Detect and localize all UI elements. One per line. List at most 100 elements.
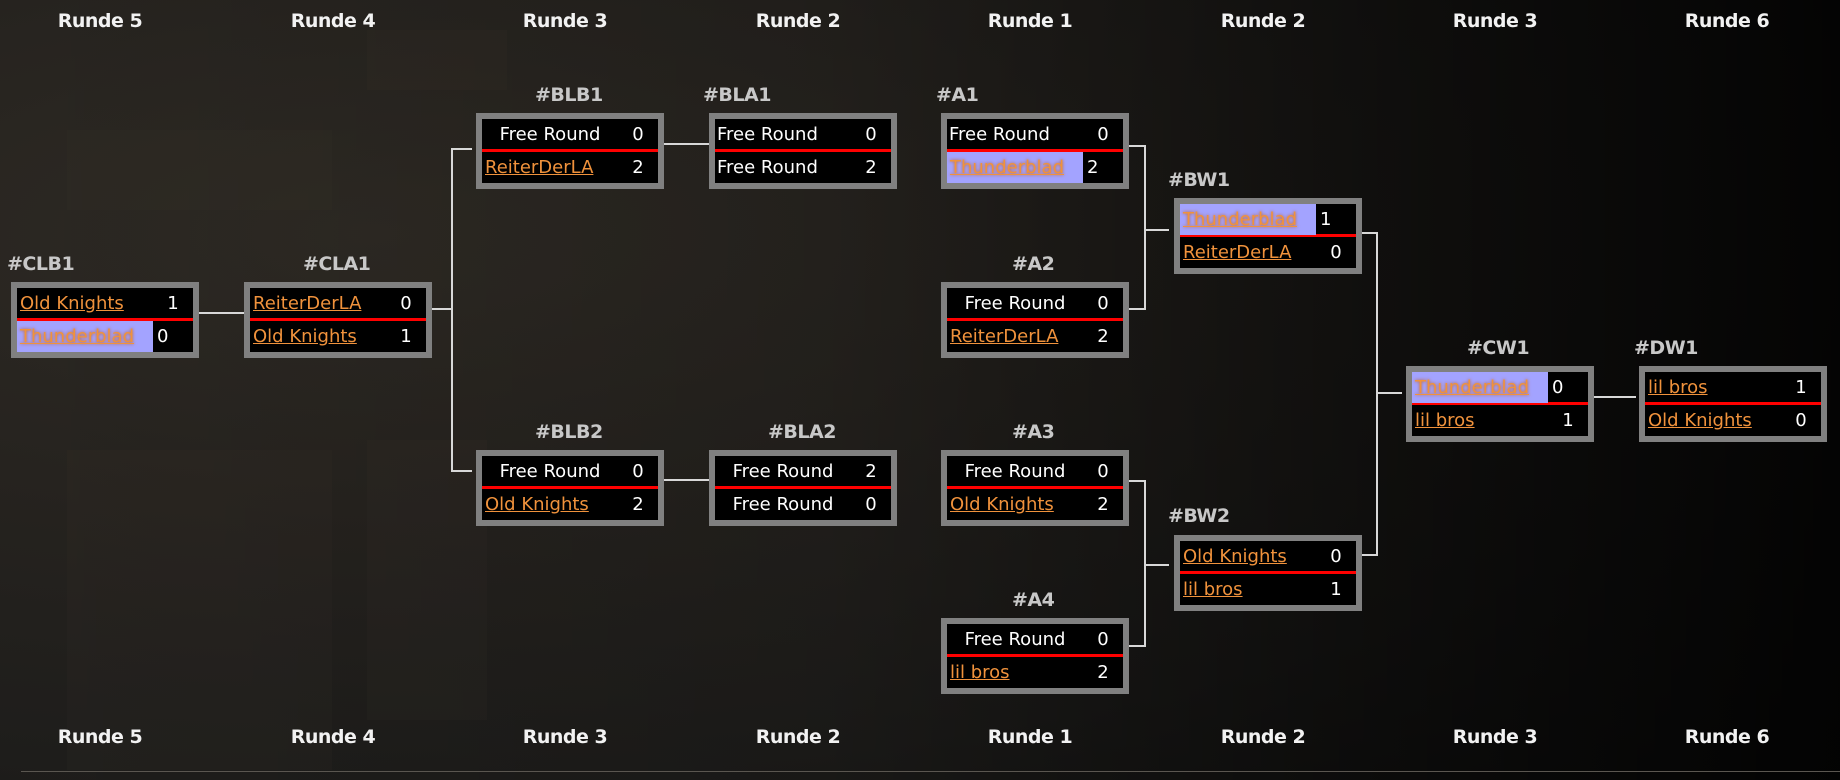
connector-line bbox=[1129, 308, 1145, 310]
team-slot: ReiterDerLA 0 bbox=[250, 288, 426, 321]
team-slot: Thunderblad 1 bbox=[1180, 203, 1356, 237]
team-slot: Free Round 0 bbox=[947, 288, 1123, 321]
team-score: 0 bbox=[1330, 242, 1342, 263]
team-score: 0 bbox=[632, 460, 644, 482]
team-score: 1 bbox=[1795, 376, 1807, 398]
team-link[interactable]: Thunderblad bbox=[1183, 208, 1298, 230]
team-link[interactable]: lil bros bbox=[1648, 376, 1708, 398]
team-slot: Old Knights 0 bbox=[1645, 405, 1821, 436]
round-label: Runde 1 bbox=[987, 10, 1073, 32]
team-name: lil bros bbox=[1412, 405, 1548, 436]
team-score: 2 bbox=[1097, 494, 1109, 515]
connector-line bbox=[431, 308, 453, 310]
team-score: 0 bbox=[632, 123, 644, 145]
team-link[interactable]: Thunderblad bbox=[950, 157, 1065, 178]
match-id: #BLB2 bbox=[535, 421, 603, 443]
team-link[interactable]: lil bros bbox=[1415, 410, 1475, 431]
team-link[interactable]: Old Knights bbox=[485, 494, 589, 515]
team-score: 0 bbox=[1552, 376, 1564, 398]
round-label: Runde 2 bbox=[755, 10, 841, 32]
connector-line bbox=[451, 470, 472, 472]
background-texture bbox=[67, 450, 332, 770]
match-id: #BLB1 bbox=[535, 84, 603, 106]
team-link[interactable]: Old Knights bbox=[1648, 410, 1752, 431]
team-score: 0 bbox=[157, 326, 169, 347]
background-texture bbox=[367, 440, 487, 720]
team-score: 0 bbox=[865, 123, 877, 145]
team-slot: Thunderblad 0 bbox=[1412, 371, 1588, 405]
match-box-cw1: Thunderblad 0 lil bros 1 bbox=[1406, 366, 1594, 442]
team-name: Old Knights bbox=[1645, 405, 1781, 436]
footer-divider bbox=[21, 771, 1840, 772]
team-slot: Free Round 0 bbox=[947, 119, 1123, 152]
round-label: Runde 3 bbox=[1452, 10, 1538, 32]
team-score: 1 bbox=[167, 292, 179, 314]
match-id: #A1 bbox=[936, 84, 979, 106]
team-score: 1 bbox=[1562, 410, 1574, 431]
match-id: #BLA1 bbox=[703, 84, 771, 106]
team-slot: Old Knights 2 bbox=[947, 489, 1123, 520]
connector-line bbox=[199, 312, 244, 314]
team-score: 1 bbox=[1330, 579, 1342, 600]
team-score: 0 bbox=[1097, 123, 1109, 145]
team-score: 0 bbox=[1795, 410, 1807, 431]
round-label: Runde 2 bbox=[1220, 10, 1306, 32]
team-link[interactable]: Thunderblad bbox=[20, 326, 135, 347]
connector-line bbox=[1360, 554, 1378, 556]
connector-line bbox=[1129, 645, 1145, 647]
team-slot: Free Round 0 bbox=[482, 119, 658, 152]
connector-line bbox=[664, 479, 709, 481]
team-link[interactable]: lil bros bbox=[1183, 579, 1243, 600]
team-name: Free Round bbox=[949, 123, 1050, 145]
match-id: #BW1 bbox=[1168, 169, 1230, 191]
team-score: 0 bbox=[400, 292, 412, 314]
team-name: Free Round bbox=[964, 628, 1066, 650]
team-link[interactable]: ReiterDerLA bbox=[950, 326, 1059, 347]
background-texture bbox=[367, 30, 507, 90]
team-name: Old Knights bbox=[482, 489, 618, 520]
team-score: 1 bbox=[1320, 208, 1332, 230]
connector-line bbox=[1129, 145, 1145, 147]
connector-line bbox=[451, 148, 453, 472]
round-label: Runde 6 bbox=[1684, 726, 1770, 748]
team-link[interactable]: ReiterDerLA bbox=[253, 292, 362, 314]
round-label: Runde 2 bbox=[755, 726, 841, 748]
team-name: lil bros bbox=[1645, 372, 1781, 403]
team-link[interactable]: ReiterDerLA bbox=[485, 157, 594, 178]
connector-line bbox=[1129, 480, 1145, 482]
match-id: #A2 bbox=[1012, 253, 1055, 275]
round-label: Runde 3 bbox=[522, 10, 608, 32]
team-slot: lil bros 1 bbox=[1180, 574, 1356, 605]
team-link[interactable]: ReiterDerLA bbox=[1183, 242, 1292, 263]
match-id: #BLA2 bbox=[768, 421, 836, 443]
team-slot: ReiterDerLA 0 bbox=[1180, 237, 1356, 268]
team-name: Old Knights bbox=[17, 288, 153, 319]
team-link[interactable]: Old Knights bbox=[950, 494, 1054, 515]
round-label: Runde 1 bbox=[987, 726, 1073, 748]
match-id: #A4 bbox=[1012, 589, 1055, 611]
team-name: Free Round bbox=[717, 123, 818, 145]
team-name: Free Round bbox=[499, 123, 601, 145]
match-id: #DW1 bbox=[1634, 337, 1698, 359]
team-score: 0 bbox=[1097, 292, 1109, 314]
team-link[interactable]: Old Knights bbox=[20, 292, 124, 314]
team-link[interactable]: Old Knights bbox=[1183, 545, 1287, 567]
team-link[interactable]: Thunderblad bbox=[1415, 376, 1530, 398]
team-name: Free Round bbox=[964, 292, 1066, 314]
team-link[interactable]: lil bros bbox=[950, 662, 1010, 683]
team-link[interactable]: Old Knights bbox=[253, 326, 357, 347]
round-label: Runde 3 bbox=[1452, 726, 1538, 748]
